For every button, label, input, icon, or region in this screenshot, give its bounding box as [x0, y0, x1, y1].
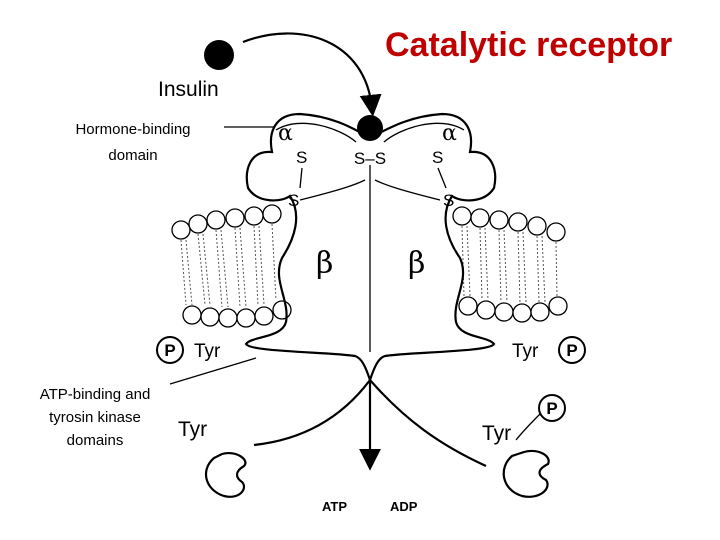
atp-binding-label-line3: domains: [67, 432, 124, 449]
phospho-link-substrate: [515, 413, 541, 441]
alpha-label-left: α: [278, 121, 293, 146]
disulfide-bond-right: [437, 167, 447, 189]
phosphate-label-right: P: [566, 341, 577, 360]
membrane-left: [171, 204, 292, 328]
phosphate-label-left: P: [164, 341, 175, 360]
beta-left-top-edge: [299, 179, 366, 201]
sulfur-label-right-lower: S: [443, 191, 454, 210]
alpha-label-right: α: [442, 121, 457, 146]
substrate-right: [502, 449, 550, 498]
membrane-right: [452, 206, 568, 323]
alpha-loop-left: [275, 122, 357, 143]
alpha-loop-right: [383, 122, 465, 143]
beta-right-top-edge: [374, 179, 441, 201]
signal-curve-left: [253, 379, 371, 447]
insulin-binding-arrow: [242, 32, 382, 117]
tyr-label-substrate-right: Tyr: [482, 422, 511, 445]
sulfur-label-left-upper: S: [296, 148, 307, 167]
disulfide-bond-left: [299, 167, 303, 189]
phosphate-circle-left: [156, 336, 184, 364]
atp-label: ATP: [322, 499, 347, 514]
hormone-binding-label-line1: Hormone-binding: [75, 121, 190, 138]
signal-curve-right: [369, 379, 487, 468]
sulfur-label-left-lower: S: [288, 191, 299, 210]
bound-insulin-molecule: [357, 115, 383, 141]
phosphate-circle-right: [558, 336, 586, 364]
central-disulfide-label: S–S: [354, 149, 386, 168]
tyr-label-receptor-right: Tyr: [512, 341, 539, 362]
sulfur-label-right-upper: S: [432, 148, 443, 167]
substrate-left: [204, 452, 247, 498]
atp-binding-pointer: [169, 357, 257, 385]
tyr-label-substrate-left: Tyr: [178, 418, 207, 441]
phosphate-label-substrate: P: [546, 399, 557, 418]
atp-binding-label-line2: tyrosin kinase: [49, 409, 141, 426]
insulin-label: Insulin: [158, 78, 219, 101]
hormone-binding-label-line2: domain: [108, 147, 157, 164]
tyr-label-receptor-left: Tyr: [194, 341, 221, 362]
beta-label-left: β: [316, 246, 333, 281]
title: Catalytic receptor: [385, 26, 672, 64]
adp-label: ADP: [390, 499, 418, 514]
phosphate-circle-substrate: [538, 394, 566, 422]
free-insulin-molecule: [204, 40, 234, 70]
atp-binding-label-line1: ATP-binding and: [40, 386, 151, 403]
beta-label-right: β: [408, 246, 425, 281]
